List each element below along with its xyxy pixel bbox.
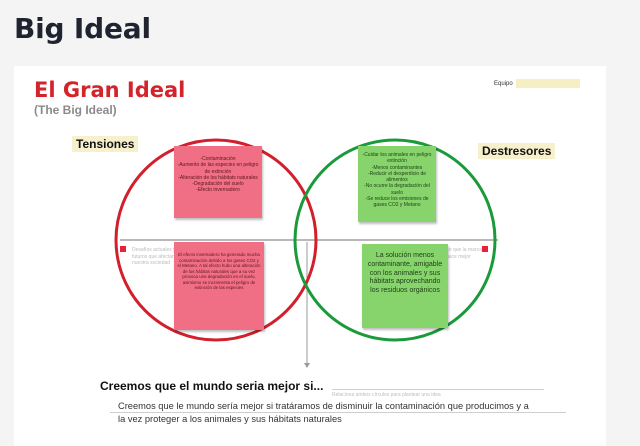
believe-hint: Relaciona ambos círculos para plantear u… [332, 392, 441, 398]
big-ideal-board: El Gran Ideal (The Big Ideal) Equipo Ten… [14, 66, 606, 446]
tensions-label: Tensiones [72, 136, 139, 152]
page-title: Big Ideal [14, 12, 151, 45]
sticky-note-tensions-detail[interactable]: El efecto invernadero ha generado mucha … [174, 242, 264, 330]
sticky-line: -Menos contaminantes [371, 164, 423, 171]
sticky-note-strengths-list[interactable]: -Cuidar los animales en peligro extinció… [358, 146, 436, 222]
venn-diagram [114, 138, 498, 368]
divider-line [332, 389, 544, 390]
tensions-circle [114, 138, 318, 342]
team-label: Equipo [494, 81, 513, 87]
strengths-hint: Lo que la marca hace mejor [446, 247, 482, 260]
hint-marker-right [482, 246, 488, 252]
sticky-note-strengths-detail[interactable]: La solución menos contaminante, amigable… [362, 244, 448, 328]
believe-heading: Creemos que el mundo seria mejor si... [100, 379, 324, 393]
sticky-note-tensions-list[interactable]: -Contaminación -Aumento de las especies … [174, 146, 262, 218]
sticky-text: El efecto invernadero ha generado mucha … [177, 252, 261, 290]
board-title: El Gran Ideal [34, 78, 186, 102]
team-input[interactable] [516, 79, 580, 88]
hint-marker-left [120, 246, 126, 252]
pointer-arrowhead [304, 363, 310, 368]
sticky-line: -Aumento de las especies en peligro de e… [177, 162, 259, 175]
believe-statement[interactable]: Creemos que le mundo sería mejor si trat… [118, 401, 529, 424]
sticky-line: -Se reduce los emisiones de gases CO2 y … [365, 195, 429, 208]
board-subtitle: (The Big Ideal) [34, 103, 117, 117]
tensions-hint: Desafíos actuales y futuros que afectan … [132, 247, 179, 266]
sticky-line: -Contaminación [200, 156, 236, 162]
sticky-line: -No ocurre la degradación del suelo [364, 183, 430, 196]
sticky-line: -Cuidar los animales en peligro extinció… [362, 152, 432, 165]
divider-line [110, 412, 566, 413]
sticky-line: -Degradación del suelo [192, 181, 244, 187]
strengths-label: Destresores [478, 143, 556, 159]
sticky-line: -Alteración de los hábitats naturales [178, 174, 258, 181]
sticky-line: -Reducir el desperdicio de alimentos [367, 170, 427, 183]
sticky-text: La solución menos contaminante, amigable… [367, 252, 443, 294]
sticky-line: -Efecto invernadero [196, 187, 240, 194]
strengths-circle [293, 138, 497, 342]
